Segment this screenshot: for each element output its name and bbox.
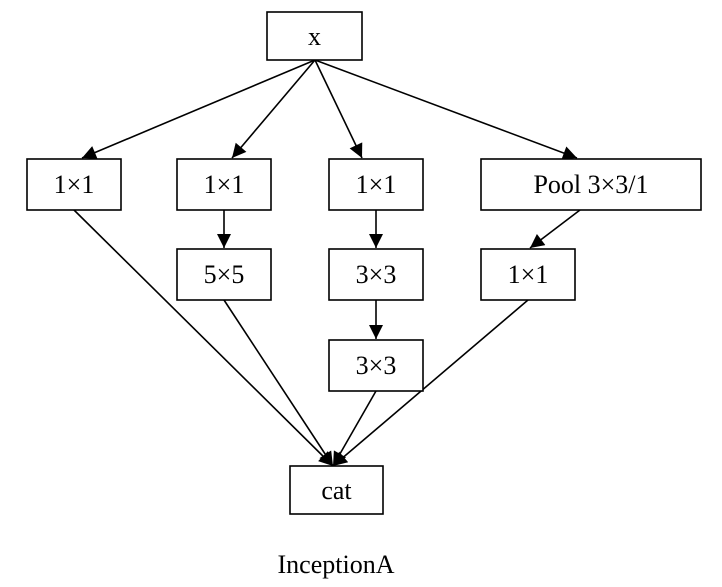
node-pool-box	[480, 158, 702, 211]
node-branch2-conv5x5: 5×5	[176, 248, 272, 301]
edge-line-pool-to-b4_conv1	[529, 209, 581, 249]
node-branch2-conv1x1: 1×1	[176, 158, 272, 211]
node-branch3-conv3x3-a-label: 3×3	[356, 260, 397, 289]
edge-b1_conv1-to-cat	[73, 209, 334, 467]
node-branch3-conv1x1: 1×1	[328, 158, 424, 211]
diagram-caption: InceptionA	[278, 550, 395, 579]
edge-line-b1_conv1-to-cat	[73, 209, 334, 467]
node-cat: cat	[289, 465, 384, 515]
node-branch4-conv1x1: 1×1	[480, 248, 576, 301]
node-branch3-conv3x3-b-label: 3×3	[356, 351, 397, 380]
edge-line-x-to-b3_conv1	[314, 59, 363, 159]
node-branch2-conv5x5-label: 5×5	[204, 260, 245, 289]
node-branch1-conv1x1: 1×1	[26, 158, 122, 211]
node-branch3-conv3x3-b: 3×3	[328, 339, 424, 392]
node-x-label: x	[308, 22, 321, 51]
node-pool-label: Pool 3×3/1	[533, 170, 648, 199]
node-branch2-conv1x1-box	[176, 158, 272, 211]
node-branch3-conv3x3-b-box	[328, 339, 424, 392]
node-branch4-conv1x1-label: 1×1	[508, 260, 549, 289]
edge-line-x-to-b1_conv1	[81, 59, 316, 160]
edge-x-to-b1_conv1	[81, 59, 316, 160]
edge-line-b2_conv5-to-cat	[223, 299, 334, 467]
edge-b4_conv1-to-cat	[332, 299, 529, 467]
edge-x-to-b3_conv1	[314, 59, 363, 159]
node-branch3-conv1x1-box	[328, 158, 424, 211]
node-branch2-conv1x1-label: 1×1	[204, 170, 245, 199]
node-branch3-conv1x1-label: 1×1	[356, 170, 397, 199]
node-branch1-conv1x1-label: 1×1	[54, 170, 95, 199]
node-branch2-conv5x5-box	[176, 248, 272, 301]
edge-b3_conv3b-to-cat	[332, 390, 377, 467]
node-x: x	[266, 11, 363, 61]
edge-x-to-pool	[314, 59, 578, 160]
edge-x-to-b2_conv1	[231, 59, 316, 159]
node-x-box	[266, 11, 363, 61]
node-branch3-conv3x3-a: 3×3	[328, 248, 424, 301]
edge-line-x-to-b2_conv1	[231, 59, 316, 159]
edge-pool-to-b4_conv1	[529, 209, 581, 249]
node-branch4-conv1x1-box	[480, 248, 576, 301]
edge-line-b3_conv3b-to-cat	[332, 390, 377, 467]
node-branch1-conv1x1-box	[26, 158, 122, 211]
node-cat-label: cat	[321, 476, 352, 505]
node-cat-box	[289, 465, 384, 515]
edge-line-b4_conv1-to-cat	[332, 299, 529, 467]
node-pool: Pool 3×3/1	[480, 158, 702, 211]
edge-line-x-to-pool	[314, 59, 578, 160]
edge-b2_conv5-to-cat	[223, 299, 334, 467]
node-branch3-conv3x3-a-box	[328, 248, 424, 301]
